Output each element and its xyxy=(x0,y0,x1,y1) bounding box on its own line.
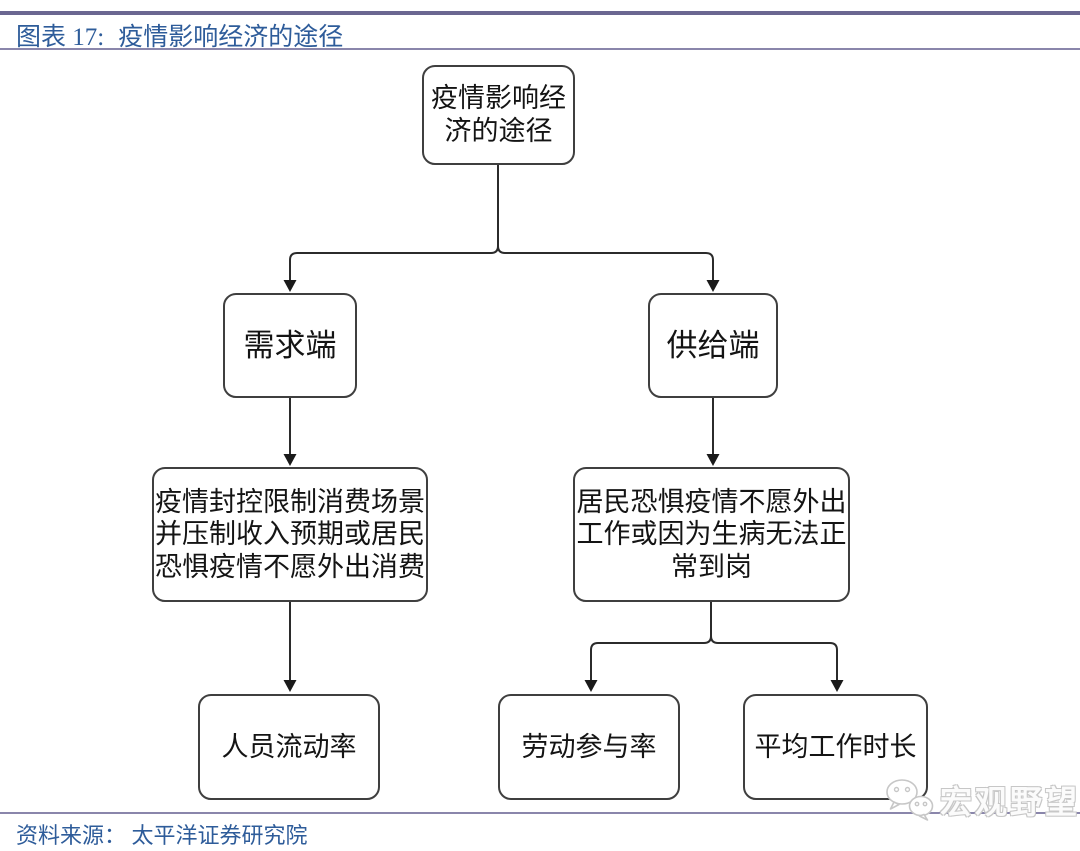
edge-root-supply xyxy=(497,245,714,280)
wechat-icon xyxy=(886,779,934,821)
edge-supply-metric-2 xyxy=(710,635,838,680)
node-supply-detail: 居民恐惧疫情不愿外出工作或因为生病无法正常到岗 xyxy=(573,467,850,602)
arrowhead-supply-detail xyxy=(706,454,720,466)
node-personnel-mobility: 人员流动率 xyxy=(198,694,380,800)
footer-rule xyxy=(0,812,1080,814)
watermark-text: 宏观野望 xyxy=(940,784,1080,820)
data-source-note: 资料来源： 太平洋证券研究院 xyxy=(16,823,308,848)
figure-number: 图表 17: xyxy=(16,24,105,51)
node-labor-participation: 劳动参与率 xyxy=(498,694,680,800)
edge-root-demand xyxy=(289,245,499,280)
node-demand-detail: 疫情封控限制消费场景并压制收入预期或居民恐惧疫情不愿外出消费 xyxy=(152,467,428,602)
header-rule-thin xyxy=(0,48,1080,50)
arrowhead-demand-detail xyxy=(283,454,297,466)
arrowhead-demand-metric xyxy=(283,680,297,692)
node-supply-side: 供给端 xyxy=(648,293,778,398)
arrowhead-supply-metric-1 xyxy=(584,680,598,692)
arrowhead-demand xyxy=(283,280,297,292)
arrowhead-supply xyxy=(706,280,720,292)
figure-caption: 图表 17: 疫情影响经济的途径 xyxy=(16,17,343,53)
figure-title-text: 疫情影响经济的途径 xyxy=(118,24,344,51)
header-rule-thick xyxy=(0,11,1080,15)
node-root: 疫情影响经济的途径 xyxy=(422,65,575,165)
watermark: 宏观野望 xyxy=(884,777,1080,823)
edge-supply-metric-1 xyxy=(590,635,712,680)
arrowhead-supply-metric-2 xyxy=(830,680,844,692)
node-demand-side: 需求端 xyxy=(223,293,357,398)
